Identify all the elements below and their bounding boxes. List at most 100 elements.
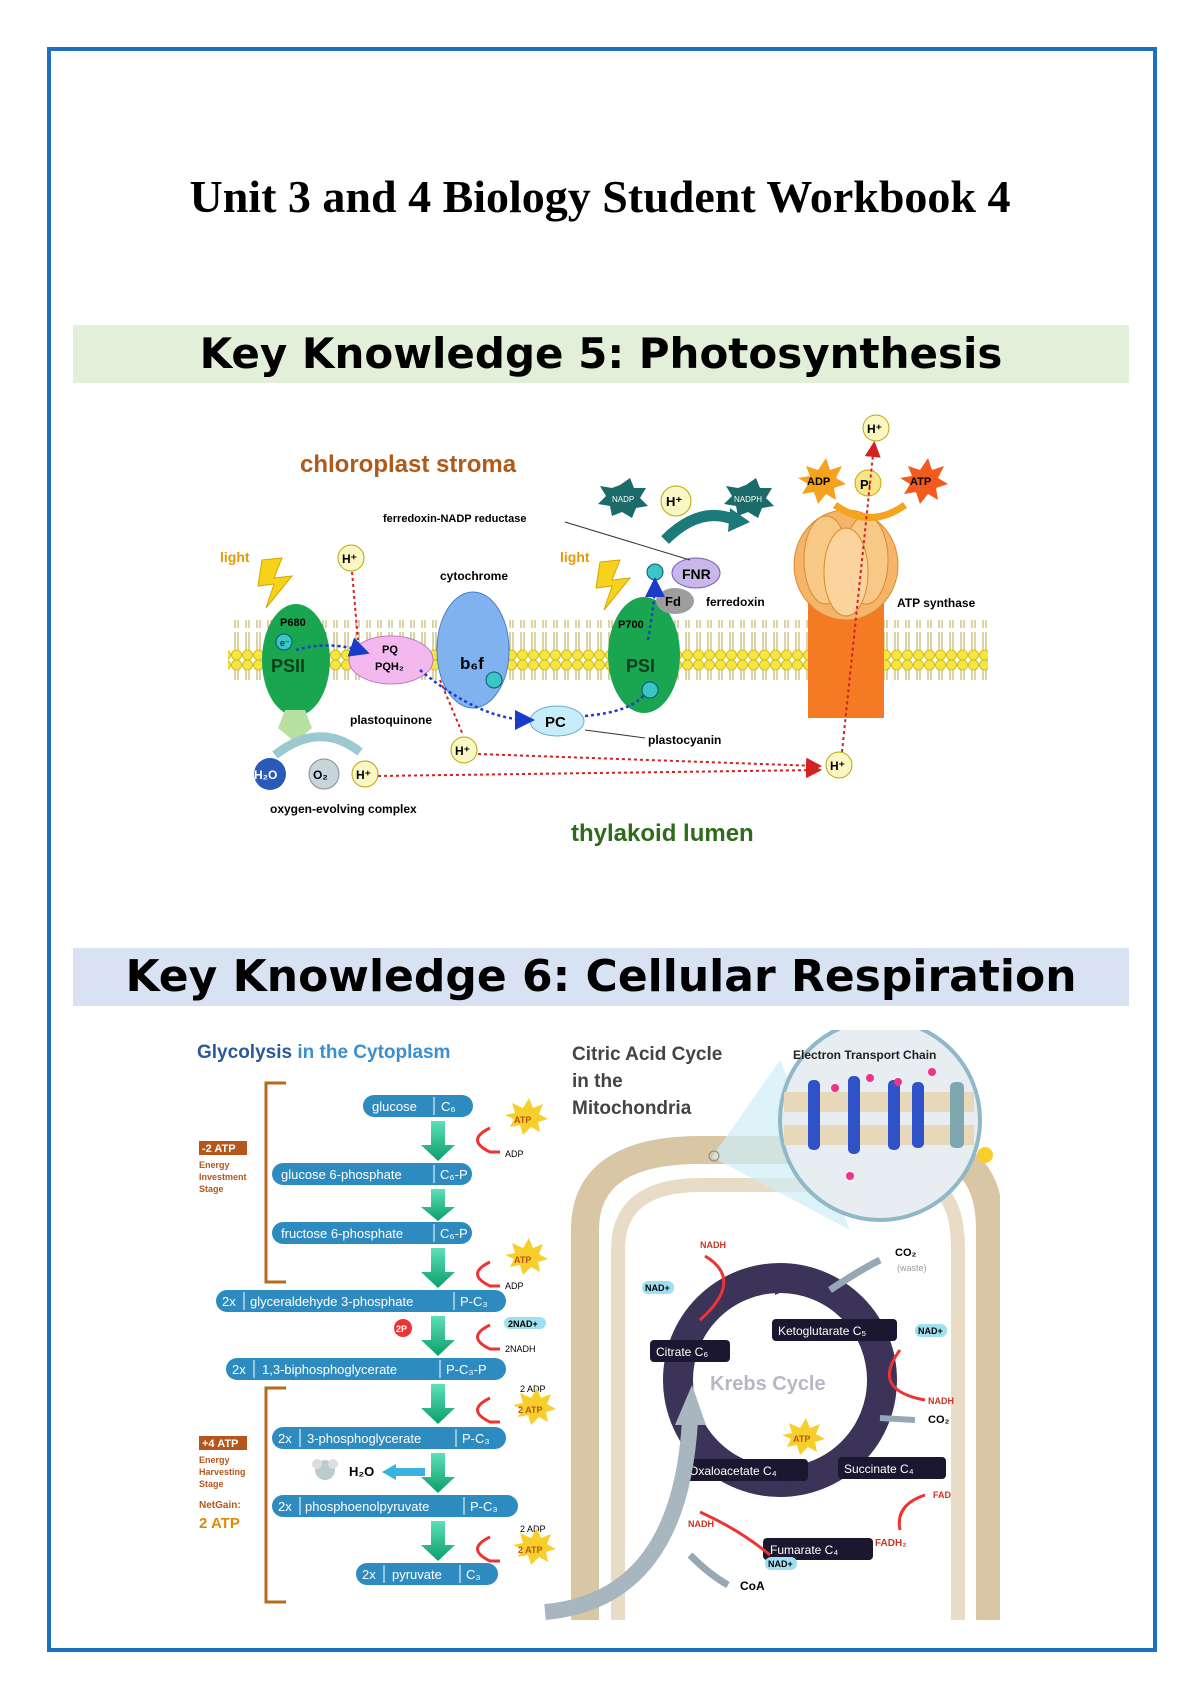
svg-text:C₆-P: C₆-P bbox=[440, 1226, 468, 1241]
b6f-label: b₆f bbox=[460, 654, 484, 673]
svg-text:2x: 2x bbox=[278, 1499, 292, 1514]
svg-text:H⁺: H⁺ bbox=[455, 744, 470, 758]
investment-text: Energy bbox=[199, 1160, 230, 1170]
svg-text:H⁺: H⁺ bbox=[830, 759, 845, 773]
oec-shape bbox=[278, 710, 312, 742]
svg-text:ADP: ADP bbox=[505, 1149, 524, 1159]
svg-text:2 ADP: 2 ADP bbox=[520, 1524, 546, 1534]
cytochrome-label: cytochrome bbox=[440, 569, 508, 583]
coa-label: CoA bbox=[740, 1579, 765, 1593]
svg-text:2NAD+: 2NAD+ bbox=[508, 1319, 538, 1329]
plastoquinone-label: plastoquinone bbox=[350, 713, 432, 727]
nad-tag: NAD+ bbox=[642, 1281, 674, 1294]
water-splitting-arrow bbox=[272, 732, 363, 759]
svg-text:C₃: C₃ bbox=[466, 1567, 481, 1582]
svg-text:ATP: ATP bbox=[514, 1115, 531, 1125]
harvesting-badge-text: +4 ATP bbox=[202, 1438, 238, 1450]
page-border bbox=[47, 47, 1157, 1652]
svg-text:2x: 2x bbox=[362, 1567, 376, 1582]
investment-bracket bbox=[264, 1081, 286, 1284]
electron-icon bbox=[646, 563, 664, 581]
atp-synthase-label: ATP synthase bbox=[897, 596, 976, 610]
mitochondria-diagram: Citric Acid Cycle in the Mitochondria El… bbox=[544, 1030, 1000, 1620]
h2o-label: H₂O bbox=[254, 768, 277, 782]
krebs-fumarate: Fumarate C₄ bbox=[763, 1538, 873, 1560]
light-label-1: light bbox=[220, 549, 250, 565]
fd-label: Fd bbox=[665, 594, 681, 609]
mitochondrial-membrane bbox=[571, 1136, 1000, 1620]
svg-text:H⁺: H⁺ bbox=[342, 552, 357, 566]
nad-tag: NAD+ bbox=[765, 1557, 797, 1570]
glycolysis-title: Glycolysis in the Cytoplasm bbox=[197, 1042, 450, 1063]
pc-label: PC bbox=[545, 714, 566, 731]
krebs-cycle-ring bbox=[663, 1263, 897, 1497]
step-arrow bbox=[421, 1121, 455, 1561]
fadh2-label: FADH₂ bbox=[875, 1538, 907, 1549]
proton-icon: H⁺ bbox=[660, 485, 692, 517]
svg-text:Oxaloacetate C₄: Oxaloacetate C₄ bbox=[689, 1464, 777, 1478]
svg-text:H⁺: H⁺ bbox=[867, 422, 882, 436]
etc-inset: Electron Transport Chain bbox=[778, 1030, 993, 1222]
svg-text:Citrate C₆: Citrate C₆ bbox=[656, 1345, 708, 1359]
atp-burst-icon bbox=[900, 458, 948, 504]
atp-label: ATP bbox=[910, 476, 931, 488]
net-gain-value: 2 ATP bbox=[199, 1515, 240, 1532]
ferredoxin-label: ferredoxin bbox=[706, 595, 765, 609]
svg-text:2x: 2x bbox=[232, 1362, 246, 1377]
harvesting-text: Stage bbox=[199, 1479, 224, 1489]
glycolysis-diagram: Glycolysis in the Cytoplasm -2 ATP Energ… bbox=[197, 1042, 556, 1604]
fnr-shape bbox=[671, 557, 721, 589]
atp-consumption-2: ATP ADP bbox=[476, 1238, 548, 1291]
svg-text:P-C₃: P-C₃ bbox=[462, 1431, 490, 1446]
krebs-succinate: Succinate C₄ bbox=[838, 1457, 946, 1479]
step-glyceraldehyde-3-phosphate: 2x glyceraldehyde 3-phosphate P-C₃ bbox=[216, 1290, 506, 1312]
light-label-2: light bbox=[560, 549, 590, 565]
investment-badge-text: -2 ATP bbox=[202, 1143, 236, 1155]
step-1-3-biphosphoglycerate: 2x 1,3-biphosphoglycerate P-C₃-P bbox=[226, 1358, 506, 1380]
atp-formation-arrow bbox=[832, 502, 908, 521]
nadph-burst-icon bbox=[724, 478, 774, 518]
svg-text:2x: 2x bbox=[278, 1431, 292, 1446]
section-heading-cellular-respiration: Key Knowledge 6: Cellular Respiration bbox=[73, 948, 1129, 1006]
fnr-full-label: ferredoxin-NADP reductase bbox=[383, 513, 526, 525]
electron-icon bbox=[641, 681, 659, 699]
cac-title-line1: Citric Acid Cycle bbox=[572, 1044, 722, 1065]
proton-icon: H⁺ bbox=[351, 760, 379, 788]
svg-text:Fumarate C₄: Fumarate C₄ bbox=[770, 1543, 838, 1557]
proton-icon: H⁺ bbox=[862, 414, 890, 442]
stroma-label: chloroplast stroma bbox=[300, 451, 517, 478]
svg-text:Ketoglutarate C₅: Ketoglutarate C₅ bbox=[778, 1324, 866, 1338]
svg-text:pyruvate: pyruvate bbox=[392, 1567, 442, 1582]
svg-text:phosphoenolpyruvate: phosphoenolpyruvate bbox=[305, 1499, 429, 1514]
document-title: Unit 3 and 4 Biology Student Workbook 4 bbox=[189, 171, 1011, 222]
svg-text:NAD+: NAD+ bbox=[645, 1283, 670, 1293]
pq-label: PQ bbox=[382, 644, 398, 656]
svg-text:2 ATP: 2 ATP bbox=[518, 1545, 543, 1555]
svg-text:glyceraldehyde 3-phosphate: glyceraldehyde 3-phosphate bbox=[250, 1294, 413, 1309]
svg-text:P-C₃-P: P-C₃-P bbox=[446, 1362, 487, 1377]
svg-text:2 ADP: 2 ADP bbox=[520, 1384, 546, 1394]
cac-title-line2: in the bbox=[572, 1071, 623, 1092]
investment-text: Investment bbox=[199, 1172, 247, 1182]
krebs-ketoglutarate: Ketoglutarate C₅ bbox=[772, 1319, 897, 1341]
krebs-citrate: Citrate C₆ bbox=[650, 1340, 730, 1362]
proton-icon: H⁺ bbox=[337, 544, 365, 572]
psii-complex bbox=[262, 604, 330, 716]
svg-text:Succinate C₄: Succinate C₄ bbox=[844, 1462, 914, 1476]
harvesting-bracket bbox=[264, 1386, 286, 1604]
pi-label: Pᵢ bbox=[860, 477, 871, 492]
plastocyanin-label: plastocyanin bbox=[648, 733, 721, 747]
svg-text:3-phosphoglycerate: 3-phosphoglycerate bbox=[307, 1431, 421, 1446]
nad-tag: NAD+ bbox=[915, 1324, 947, 1337]
oxygen-molecule-icon bbox=[308, 758, 340, 790]
svg-text:H⁺: H⁺ bbox=[356, 768, 371, 782]
nadph-label: NADPH bbox=[734, 495, 762, 504]
step-3-phosphoglycerate: 2x 3-phosphoglycerate P-C₃ bbox=[272, 1427, 506, 1449]
investment-badge bbox=[199, 1141, 247, 1155]
electron-icon bbox=[485, 671, 503, 689]
adp-label: ADP bbox=[807, 476, 830, 488]
svg-text:2 ATP: 2 ATP bbox=[518, 1405, 543, 1415]
atp-production-1: 2 ADP 2 ATP bbox=[476, 1384, 556, 1425]
atp-production-2: 2 ADP 2 ATP bbox=[476, 1524, 556, 1565]
pyruvate-entry-arrow bbox=[544, 1419, 698, 1620]
